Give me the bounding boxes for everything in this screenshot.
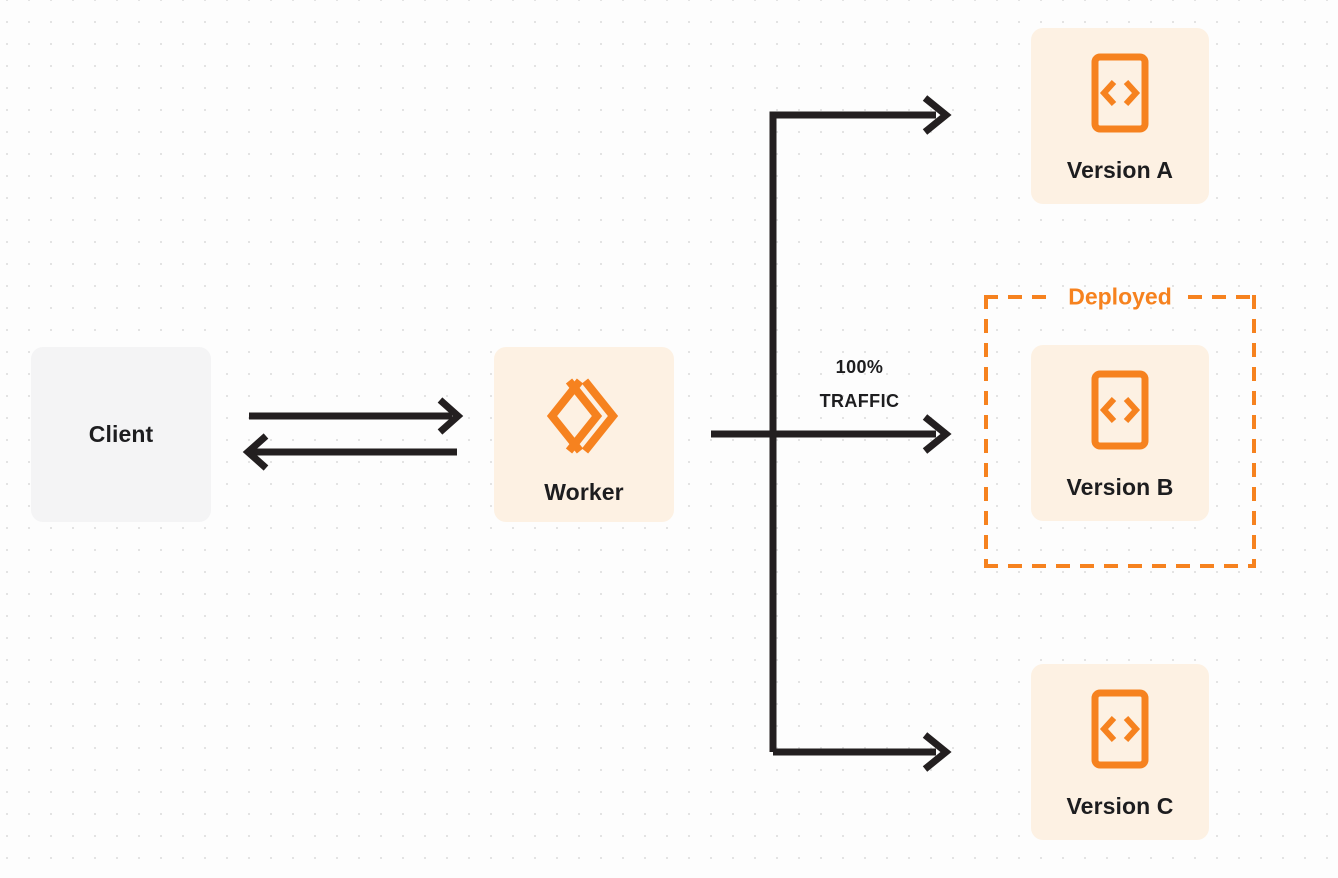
arrow-worker-to-version-b	[711, 414, 952, 454]
deployed-group-label: Deployed	[1068, 283, 1172, 310]
traffic-unit: TRAFFIC	[819, 391, 900, 412]
code-brackets-document-icon	[1089, 688, 1151, 775]
node-client[interactable]: Client	[31, 347, 211, 522]
arrow-worker-to-version-c	[773, 732, 952, 772]
cloudflare-workers-logo-icon	[545, 375, 623, 462]
code-brackets-document-icon	[1089, 369, 1151, 456]
code-brackets-document-icon	[1089, 52, 1151, 139]
deployed-border-left	[984, 295, 988, 568]
deployed-border-right	[1252, 295, 1256, 568]
traffic-label: 100% TRAFFIC	[782, 350, 937, 418]
node-version-b-label: Version B	[1066, 474, 1174, 500]
deployed-border-top-left	[984, 295, 1052, 299]
deployed-border-top-right	[1188, 295, 1256, 299]
deployed-border-bottom	[984, 564, 1256, 568]
node-version-a[interactable]: Version A	[1031, 28, 1209, 204]
node-worker[interactable]: Worker	[494, 347, 674, 522]
arrow-worker-to-client	[242, 433, 457, 471]
node-client-label: Client	[88, 421, 154, 447]
node-version-b[interactable]: Version B	[1031, 345, 1209, 521]
node-version-a-label: Version A	[1066, 157, 1174, 183]
node-worker-label: Worker	[544, 479, 624, 505]
node-version-c-label: Version C	[1066, 793, 1174, 819]
traffic-percent: 100%	[835, 357, 884, 377]
arrow-worker-to-version-a	[769, 95, 952, 752]
node-version-c[interactable]: Version C	[1031, 664, 1209, 840]
deployed-group: Deployed	[984, 285, 1256, 568]
arrow-client-to-worker	[249, 397, 464, 435]
